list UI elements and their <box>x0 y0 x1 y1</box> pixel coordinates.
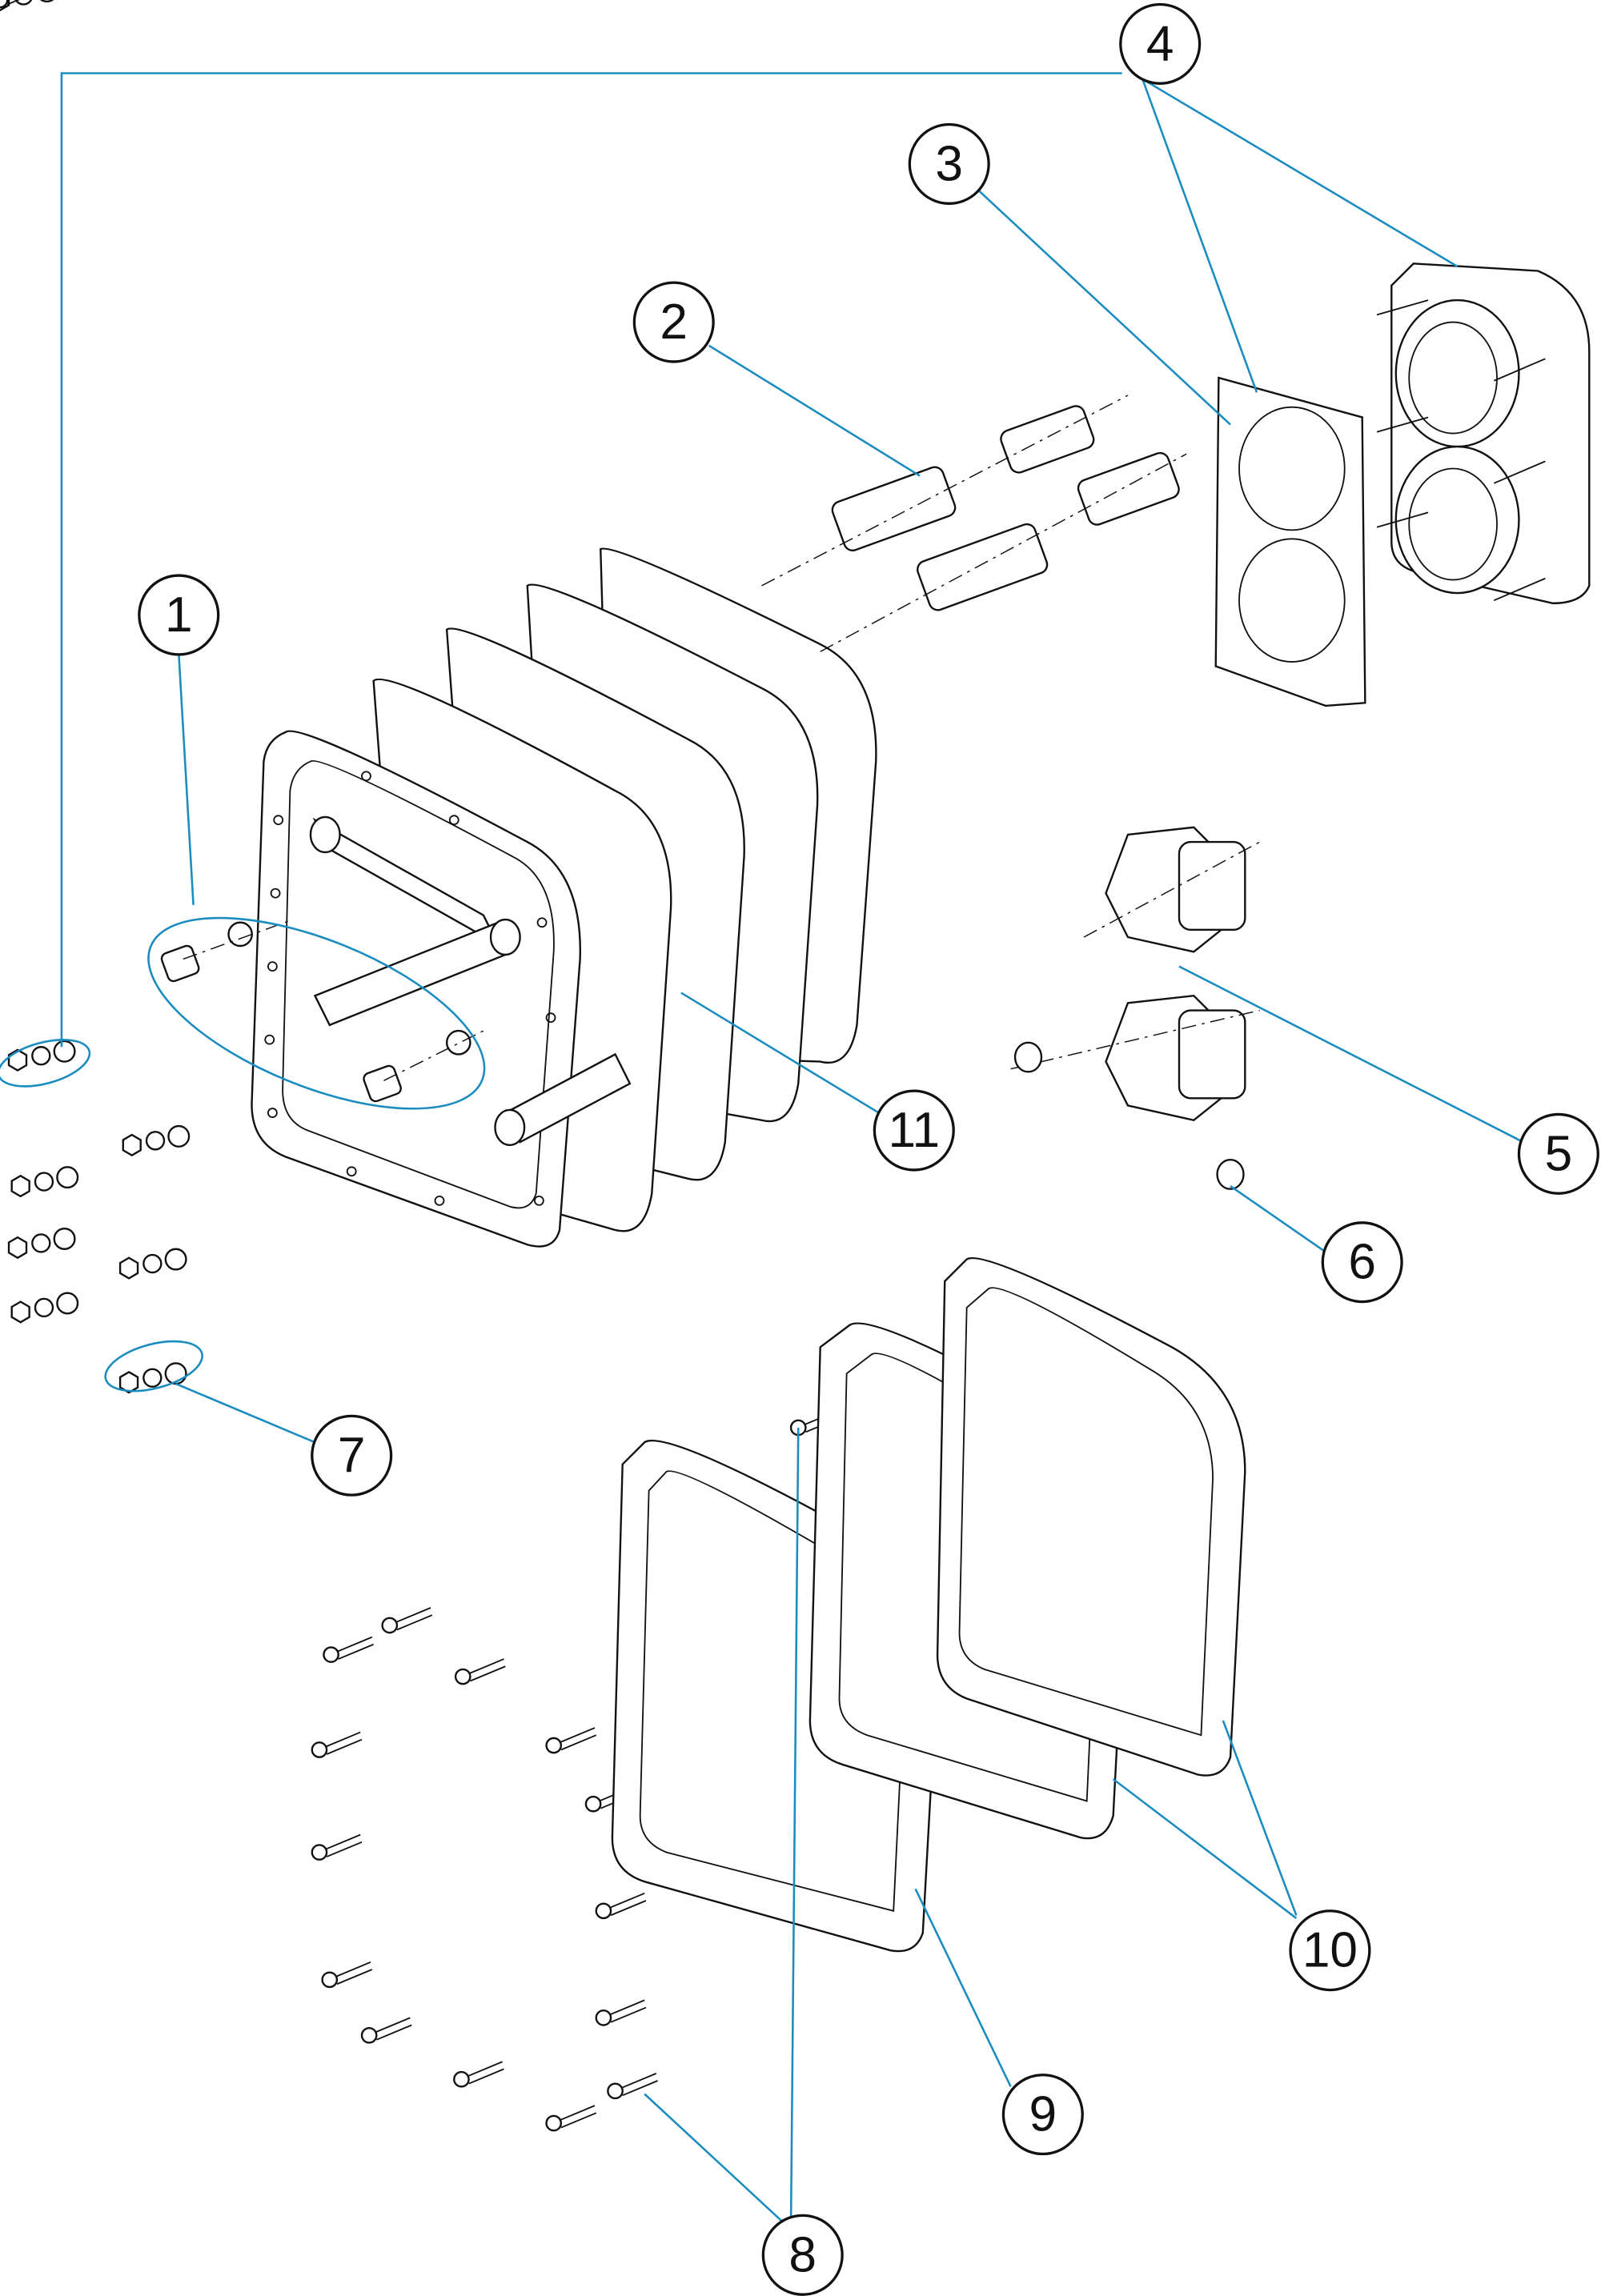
callout-8: 8 <box>761 2214 844 2296</box>
callout-3: 3 <box>908 122 990 205</box>
nuts-and-washers <box>0 0 191 1394</box>
callout-10: 10 <box>1289 1909 1371 1992</box>
housing-posts <box>309 815 632 1147</box>
gasket-10b <box>936 1256 1246 1777</box>
callout-9: 9 <box>1001 2074 1084 2156</box>
svg-text:2: 2 <box>660 295 688 350</box>
callout-7: 7 <box>311 1414 393 1497</box>
svg-text:7: 7 <box>338 1428 366 1483</box>
plug-washers <box>1013 1041 1245 1190</box>
svg-text:1: 1 <box>165 587 193 643</box>
callout-11: 11 <box>873 1089 955 1172</box>
svg-text:10: 10 <box>1302 1923 1358 1978</box>
blanking-plugs <box>1010 826 1260 1122</box>
leader-lines <box>0 72 1524 2224</box>
svg-text:11: 11 <box>889 1103 941 1158</box>
svg-text:3: 3 <box>935 136 963 191</box>
housing-body <box>251 547 877 1248</box>
flange-gasket <box>1214 376 1366 707</box>
callout-6: 6 <box>1321 1221 1403 1304</box>
connection-flange <box>1376 262 1591 605</box>
screws <box>0 0 1121 2132</box>
svg-text:5: 5 <box>1545 1126 1573 1181</box>
callout-5: 5 <box>1517 1112 1599 1195</box>
callout-1: 1 <box>138 574 220 656</box>
lamp-holder-assembly <box>160 919 484 1103</box>
svg-text:8: 8 <box>788 2227 817 2282</box>
callout-4: 4 <box>1119 2 1202 85</box>
svg-text:4: 4 <box>1146 16 1174 71</box>
callout-2: 2 <box>632 281 715 363</box>
svg-text:9: 9 <box>1029 2087 1057 2142</box>
cable-glands <box>761 395 1187 652</box>
svg-text:6: 6 <box>1348 1235 1376 1290</box>
